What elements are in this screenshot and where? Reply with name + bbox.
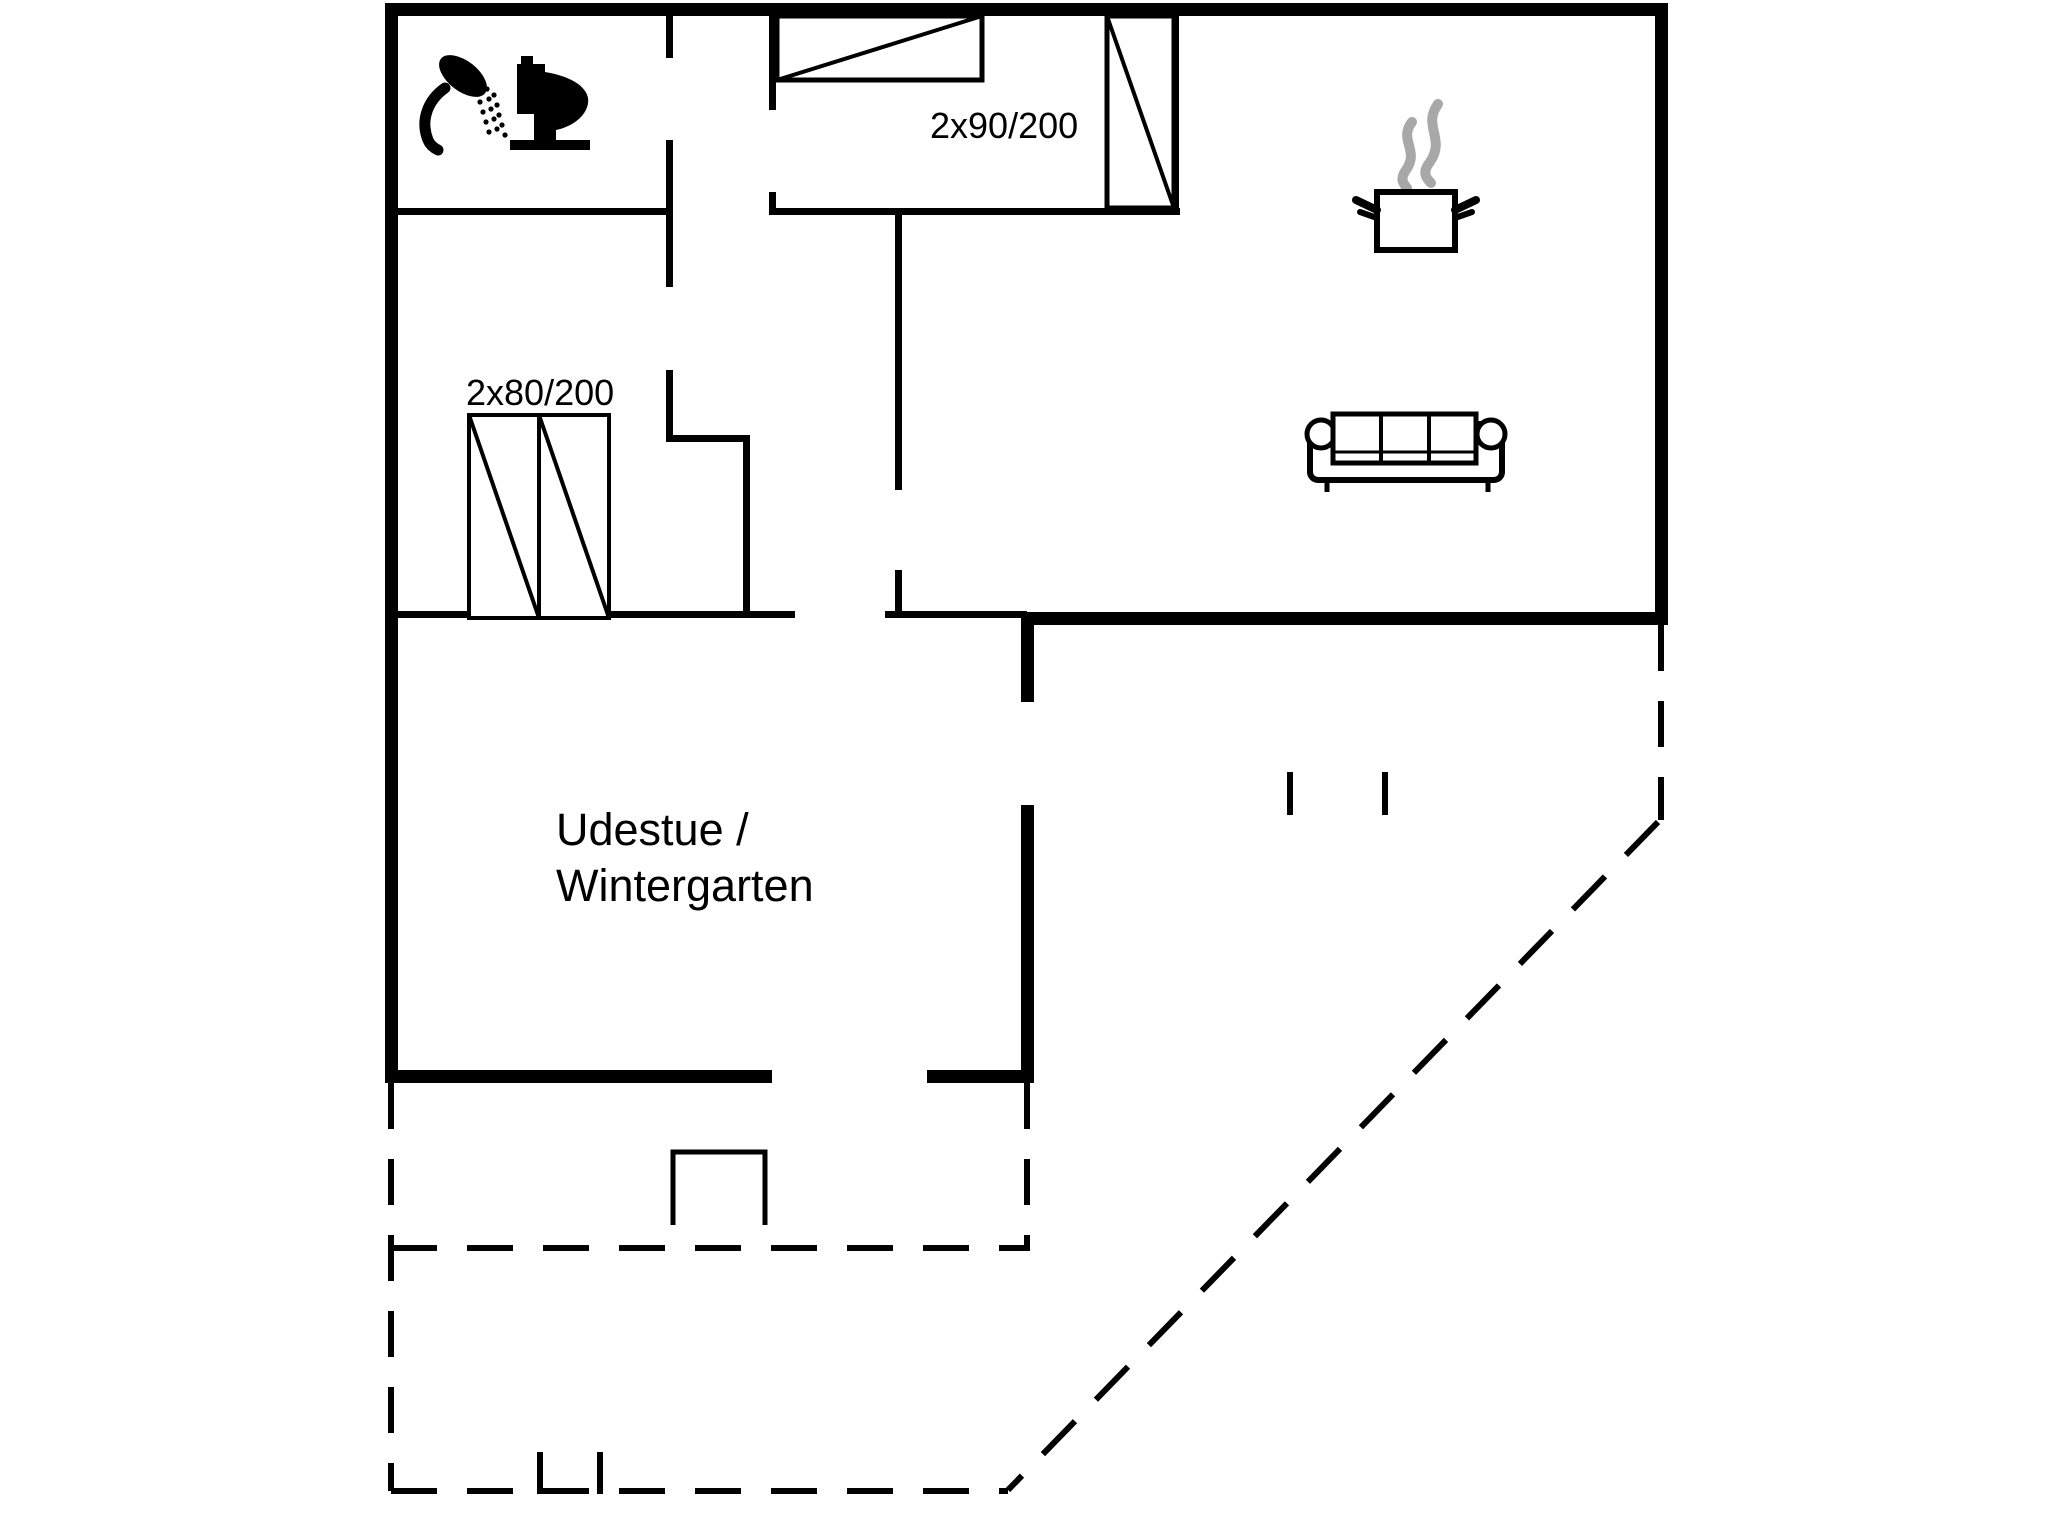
toilet-tank-lid [521,56,533,66]
bedroom1-beds [774,13,1177,211]
steam-icon [1420,99,1443,188]
wall-udestue-bottom-right [927,1070,1034,1083]
bed-symbol [1104,13,1177,211]
toilet-tank [517,64,545,114]
steam-icon [1397,117,1417,193]
wall-y618-b [885,611,1027,618]
bed-diagonal [537,414,611,619]
wall-bathroom-right-b [666,140,673,287]
room-label-line2: Wintergarten [556,860,814,911]
pot-handle-right2 [1452,209,1475,221]
cooking-pot-icon [1352,99,1480,253]
terrace-small-rect [670,1149,768,1225]
wall-udestue-right-upper [1021,612,1034,702]
bathroom-icons [419,55,590,156]
wall-right [1655,3,1668,625]
wall-top [385,3,1668,16]
pot-handle-left2 [1357,209,1380,221]
shower-head [439,55,487,97]
bedroom2-beds [467,413,611,620]
wall-bathroom-right-a [666,16,673,58]
wall-bedroom2-vert-b [743,435,750,618]
bed-dimension-label-90: 2x90/200 [930,105,1078,146]
bed-symbol [774,13,985,83]
wall-udestue-right-lower [1021,805,1034,1083]
terrace-dashed-outline [388,625,1664,1494]
sofa-cushions [1330,411,1479,466]
shower-icon [419,55,508,156]
wall-udestue-bottom-left [385,1070,772,1083]
wall-bedroom1-bottom [769,208,1180,215]
pot-handle-right [1451,196,1480,214]
toilet-icon [510,56,590,150]
wall-bedroom1-left-a [769,16,776,110]
bed-symbol [467,413,611,620]
bed-diagonal [467,414,541,619]
wall-left [385,3,398,1083]
outer-walls [385,3,1668,1083]
bed-diagonal [776,14,983,82]
dashed-diagonal [1005,819,1661,1493]
wall-hall-divider-a [895,215,902,490]
wall-hall-divider-b [895,570,902,618]
bed-dimension-label-80: 2x80/200 [466,372,614,413]
terrace-marks [537,772,1388,1494]
sofa-arm [1474,417,1508,451]
wall-bathroom-bottom [391,208,672,215]
sofa-icon [1304,411,1508,492]
toilet-base [510,140,590,150]
pot-handle-left [1352,196,1381,214]
toilet-bowl [534,72,589,140]
wall-bedroom1-left-b [769,192,776,215]
pot-body [1374,189,1458,253]
shower-hose [419,82,451,156]
wall-bedroom2-horiz [666,435,750,442]
shower-spray [475,86,508,138]
wall-living-bottom [1021,612,1668,625]
wall-bedroom2-vert-a [666,370,673,442]
bed-diagonal [1105,15,1176,209]
room-label-line1: Udestue / [556,804,749,855]
